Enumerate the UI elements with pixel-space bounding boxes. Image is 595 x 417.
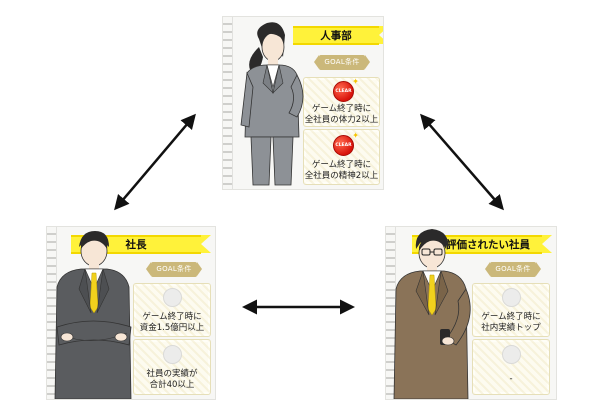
condition-text: - (509, 374, 513, 384)
goal-condition-2: 社員の実績が 合計40以上 (133, 339, 211, 395)
condition-text: ゲーム終了時に 資金1.5億円以上 (139, 312, 205, 333)
condition-text: ゲーム終了時に 社内実績トップ (481, 312, 541, 333)
president-man-illustration (54, 231, 132, 399)
notebook-binding (223, 17, 233, 189)
arrow-hr-employee (420, 113, 504, 211)
clear-stamp-icon: CLEAR✦ (333, 78, 359, 102)
goal-badge: GOAL条件 (485, 262, 541, 277)
role-title: 人事部 (320, 30, 352, 42)
pending-stamp-icon (163, 345, 182, 364)
goal-condition-1: ゲーム終了時に 社内実績トップ (472, 283, 550, 337)
pending-stamp-icon (163, 288, 182, 307)
goal-condition-2: - (472, 339, 550, 395)
goal-badge: GOAL条件 (146, 262, 202, 277)
hr-card: 人事部 GOAL条件 CLEAR✦ ゲーム終了時に 全社員の体力2以上 CLEA… (222, 16, 384, 190)
sparkle-icon: ✦ (352, 131, 359, 140)
hr-woman-illustration (240, 22, 304, 186)
goal-condition-1: ゲーム終了時に 資金1.5億円以上 (133, 283, 211, 337)
clear-stamp-icon: CLEAR✦ (333, 132, 359, 156)
pending-stamp-icon (502, 288, 521, 307)
clear-stamp-label: CLEAR (335, 89, 352, 94)
pending-stamp-icon (502, 345, 521, 364)
goal-condition-2: CLEAR✦ ゲーム終了時に 全社員の精神2以上 (303, 129, 380, 185)
sparkle-icon: ✦ (352, 77, 359, 86)
condition-text: ゲーム終了時に 全社員の体力2以上 (304, 104, 379, 125)
goal-badge: GOAL条件 (314, 55, 370, 70)
president-card: 社長 GOAL条件 ゲーム終了時に 資金1.5億円以上 社員の実績が 合計40以… (46, 226, 216, 400)
role-ribbon: 人事部 (293, 26, 383, 45)
employee-man-illustration (393, 229, 471, 399)
clear-stamp-label: CLEAR (335, 143, 352, 148)
goal-condition-1: CLEAR✦ ゲーム終了時に 全社員の体力2以上 (303, 77, 380, 127)
role-title: 社長 (125, 239, 147, 251)
condition-text: ゲーム終了時に 全社員の精神2以上 (304, 160, 379, 181)
role-title: 評価されたい社員 (446, 239, 530, 251)
arrow-hr-president (114, 113, 196, 211)
condition-text: 社員の実績が 合計40以上 (146, 369, 198, 390)
employee-card: 評価されたい社員 GOAL条件 ゲーム終了時に 社内実績トップ - (385, 226, 557, 400)
